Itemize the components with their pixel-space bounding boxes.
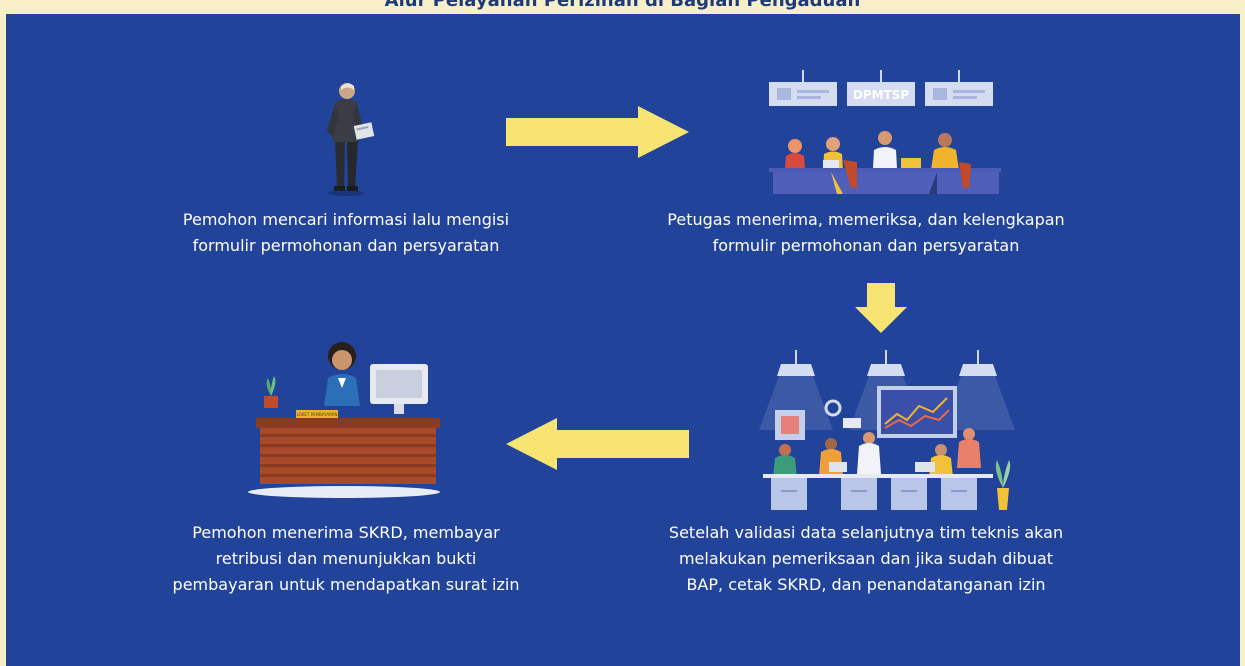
arrow-left-icon [506,418,689,470]
step-2-line-2: formulir permohonan dan persyaratan [712,236,1020,255]
service-counter-icon: DPMTSP [769,70,1001,194]
top-strip: Alur Pelayanan Perizinan di Bagian Penga… [0,0,1245,14]
diagram-title: Alur Pelayanan Perizinan di Bagian Penga… [384,0,861,11]
flow-diagram-panel: Pemohon mencari informasi lalu mengisi f… [6,14,1240,666]
payment-desk-officer-icon: LOKET PEMBAYARAN [248,342,440,498]
arrow-down-icon [855,283,907,333]
desk-label-text: LOKET PEMBAYARAN [297,412,338,417]
technical-team-office-icon [759,350,1015,510]
step-3-line-3: BAP, cetak SKRD, dan penandatanganan izi… [686,575,1046,594]
step-4-caption: Pemohon menerima SKRD, membayar retribus… [146,520,546,598]
step-3-line-2: melakukan pemeriksaan dan jika sudah dib… [678,549,1054,568]
step-2-caption: Petugas menerima, memeriksa, dan kelengk… [626,207,1106,259]
arrow-right-icon [506,106,689,158]
step-1-line-1: Pemohon mencari informasi lalu mengisi [182,210,510,229]
step-4-line-2: retribusi dan menunjukkan bukti [215,549,477,568]
step-3-line-1: Setelah validasi data selanjutnya tim te… [668,523,1064,542]
step-2-line-1: Petugas menerima, memeriksa, dan kelengk… [667,210,1065,229]
step-1-caption: Pemohon mencari informasi lalu mengisi f… [146,207,546,259]
step-4-line-1: Pemohon menerima SKRD, membayar [192,523,500,542]
step-3-caption: Setelah validasi data selanjutnya tim te… [626,520,1106,598]
step-1-line-2: formulir permohonan dan persyaratan [192,236,500,255]
applicant-with-document-icon [327,83,375,196]
counter-sign-text: DPMTSP [853,88,910,102]
step-4-line-3: pembayaran untuk mendapatkan surat izin [172,575,520,594]
